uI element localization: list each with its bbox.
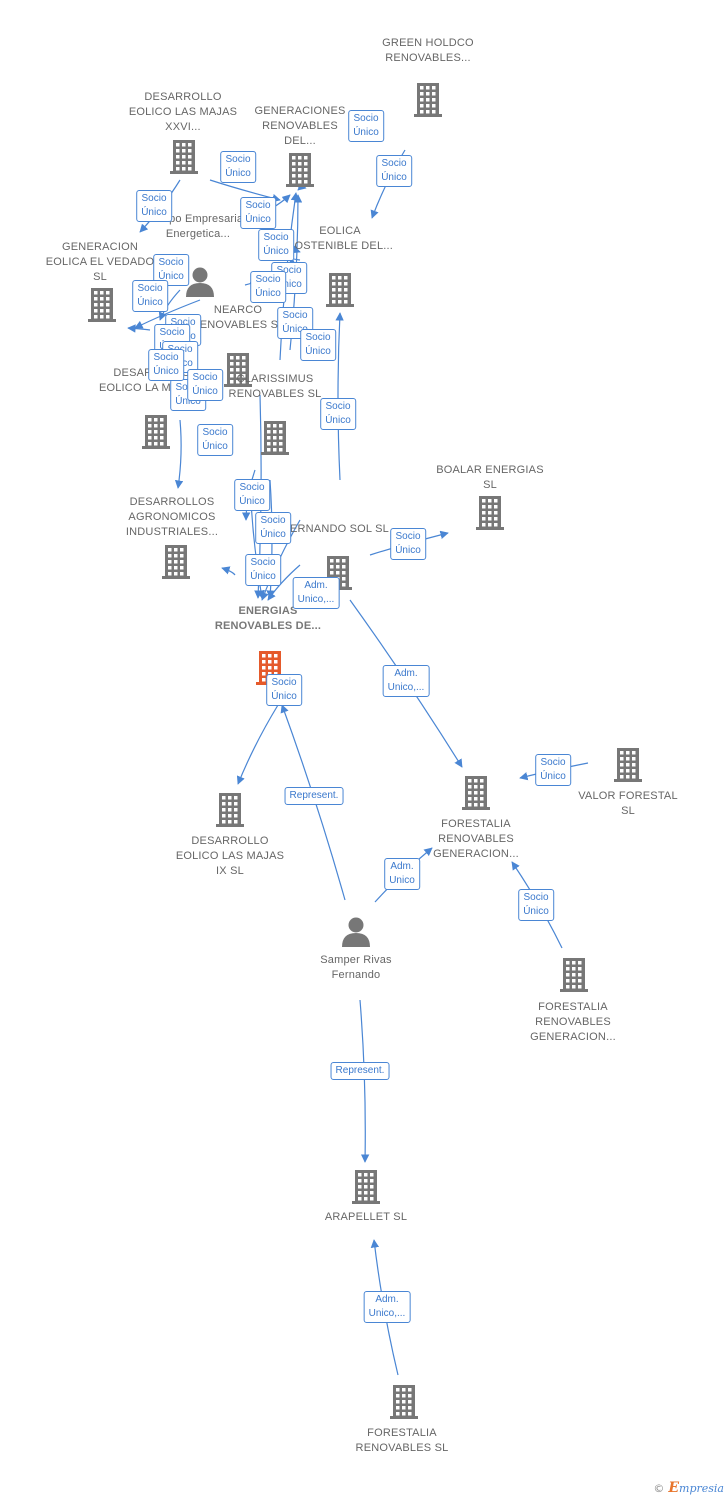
node-label-dlm-xxvi[interactable]: DESARROLLO EOLICO LAS MAJAS XXVI...	[128, 91, 238, 133]
company-building-icon[interactable]	[162, 545, 190, 579]
node-label-nearco[interactable]: NEARCO RENOVABLES SL	[191, 304, 285, 331]
brand-initial: E	[668, 1480, 680, 1496]
relationship-edge	[359, 999, 370, 1163]
edge-relation-label[interactable]: Socio Único	[376, 155, 412, 187]
node-label-gen-vedado[interactable]: GENERACION EOLICA EL VEDADO SL	[45, 241, 155, 283]
edge-relation-label[interactable]: Represent.	[330, 1062, 390, 1080]
relationship-edge	[335, 312, 344, 481]
node-label-fernando[interactable]: FERNANDO SOL SL	[283, 523, 389, 535]
node-label-boalar[interactable]: BOALAR ENERGIAS SL	[436, 464, 544, 491]
node-label-arapellet[interactable]: ARAPELLET SL	[324, 1211, 408, 1223]
company-building-icon[interactable]	[476, 496, 504, 530]
edge-relation-label[interactable]: Adm. Unico,...	[292, 577, 340, 609]
edge-relation-label[interactable]: Socio Único	[250, 271, 286, 303]
company-building-icon[interactable]	[352, 1170, 380, 1204]
company-building-icon[interactable]	[170, 140, 198, 174]
company-building-icon[interactable]	[462, 776, 490, 810]
node-label-samper[interactable]: Samper Rivas Fernando	[320, 954, 392, 981]
company-building-icon[interactable]	[216, 793, 244, 827]
company-building-icon[interactable]	[224, 353, 252, 387]
edge-relation-label[interactable]: Socio Único	[148, 349, 184, 381]
node-label-forestalia-gen[interactable]: FORESTALIA RENOVABLES GENERACION...	[433, 818, 519, 860]
relationship-edge	[127, 324, 151, 333]
node-label-des-agro[interactable]: DESARROLLOS AGRONOMICOS INDUSTRIALES...	[125, 496, 219, 538]
company-building-icon[interactable]	[560, 958, 588, 992]
edge-relation-label[interactable]: Socio Único	[266, 674, 302, 706]
person-icon[interactable]	[342, 917, 370, 948]
edge-relation-label[interactable]: Socio Único	[518, 889, 554, 921]
company-building-icon[interactable]	[326, 273, 354, 307]
edge-relation-label[interactable]: Socio Único	[132, 280, 168, 312]
edge-relation-label[interactable]: Socio Único	[136, 190, 172, 222]
edge-relation-label[interactable]: Socio Único	[220, 151, 256, 183]
node-label-energias[interactable]: ENERGIAS RENOVABLES DE...	[214, 605, 322, 632]
node-label-gen-ren[interactable]: GENERACIONES RENOVABLES DEL...	[254, 105, 346, 147]
edge-relation-label[interactable]: Socio Único	[197, 424, 233, 456]
company-building-icon[interactable]	[614, 748, 642, 782]
node-label-eolica-sost[interactable]: EOLICA SOSTENIBLE DEL...	[286, 225, 394, 252]
edge-relation-label[interactable]: Socio Único	[234, 479, 270, 511]
edge-relation-label[interactable]: Socio Único	[258, 229, 294, 261]
edge-relation-label[interactable]: Socio Único	[153, 254, 189, 286]
edge-relation-label[interactable]: Adm. Unico,...	[363, 1291, 411, 1323]
edge-relation-label[interactable]: Socio Único	[390, 528, 426, 560]
edge-relation-label[interactable]: Socio Único	[348, 110, 384, 142]
company-building-icon[interactable]	[390, 1385, 418, 1419]
brand-name: mpresia	[679, 1482, 724, 1495]
company-building-icon[interactable]	[261, 421, 289, 455]
node-label-forestalia-gen2[interactable]: FORESTALIA RENOVABLES GENERACION...	[530, 1001, 616, 1043]
edge-relation-label[interactable]: Socio Único	[320, 398, 356, 430]
node-label-clarissimus[interactable]: CLARISSIMUS RENOVABLES SL	[228, 373, 322, 400]
node-label-dlm-ix[interactable]: DESARROLLO EOLICO LAS MAJAS IX SL	[175, 835, 285, 877]
node-label-valor[interactable]: VALOR FORESTAL SL	[578, 790, 678, 817]
node-label-grupo[interactable]: Grupo Empresarial Energetica...	[150, 213, 246, 240]
edge-relation-label[interactable]: Represent.	[284, 787, 344, 805]
edge-relation-label[interactable]: Socio Único	[300, 329, 336, 361]
icon-layer	[88, 83, 642, 1419]
node-label-forestalia-ren[interactable]: FORESTALIA RENOVABLES SL	[355, 1427, 449, 1454]
edge-relation-label[interactable]: Adm. Unico,...	[382, 665, 430, 697]
company-building-icon[interactable]	[414, 83, 442, 117]
edge-relation-label[interactable]: Socio Único	[240, 197, 276, 229]
company-building-icon[interactable]	[88, 288, 116, 322]
edge-relation-label[interactable]: Socio Único	[255, 512, 291, 544]
edge-relation-label[interactable]: Socio Único	[187, 369, 223, 401]
edge-relation-label[interactable]: Socio Único	[245, 554, 281, 586]
edge-relation-label[interactable]: Socio Único	[277, 307, 313, 339]
relationship-edge	[158, 289, 181, 321]
edge-relation-label[interactable]: Adm. Unico	[384, 858, 420, 890]
company-building-icon[interactable]	[142, 415, 170, 449]
relationship-edge	[221, 566, 236, 576]
node-label-green[interactable]: GREEN HOLDCO RENOVABLES...	[382, 37, 474, 64]
relationship-edge	[174, 419, 184, 489]
brand-watermark: ©Empresia	[653, 1480, 724, 1496]
person-icon[interactable]	[186, 267, 214, 298]
copyright-symbol: ©	[653, 1482, 665, 1495]
edge-relation-label[interactable]: Socio Único	[535, 754, 571, 786]
company-building-icon[interactable]	[286, 153, 314, 187]
relationship-edge	[267, 564, 301, 601]
relationship-edge	[236, 704, 279, 785]
